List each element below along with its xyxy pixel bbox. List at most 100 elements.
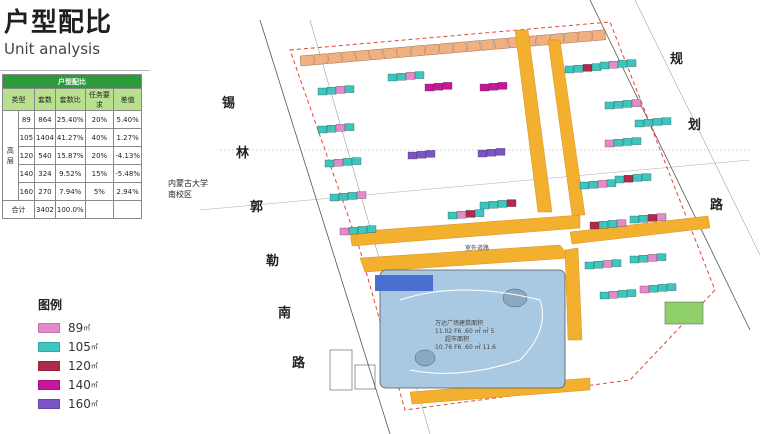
legend-swatch-120 — [38, 360, 60, 371]
table-total-row: 合计 3402 100.0% — [1, 200, 142, 219]
street-name-char: 勒 — [266, 254, 280, 269]
residential-unit — [479, 83, 490, 92]
plaza-label: 超市面积 — [445, 336, 470, 343]
residential-unit — [622, 138, 633, 146]
residential-unit — [617, 290, 628, 298]
townhouse-unit — [397, 46, 412, 58]
residential-unit — [474, 209, 485, 217]
townhouse-unit — [563, 31, 579, 44]
residential-unit — [573, 65, 584, 73]
residential-unit — [564, 65, 575, 74]
table-cell-requirement: 40% — [84, 128, 115, 147]
legend-value-105: 105 — [68, 339, 91, 354]
residential-unit — [602, 260, 613, 268]
residential-unit — [584, 261, 595, 270]
residential-unit — [582, 64, 593, 72]
residential-unit — [465, 210, 476, 218]
townhouse-unit — [383, 47, 398, 60]
table-cell-ratio: 7.94% — [54, 182, 86, 201]
table-cell-count: 270 — [34, 182, 56, 201]
legend-unit: ㎡ — [90, 342, 98, 351]
table-row: 160 270 7.94% 5% 2.94% — [3, 182, 142, 201]
title-divider — [0, 70, 150, 71]
table-cell-requirement: 5% — [84, 182, 115, 201]
residential-unit — [579, 181, 590, 190]
residential-unit — [604, 101, 615, 110]
campus-label-line: 内蒙古大学 — [168, 179, 208, 188]
residential-unit — [656, 213, 667, 221]
road-segment — [569, 215, 711, 245]
table-cell-count: 324 — [34, 164, 56, 183]
table-row: 140 324 9.52% 15% -5.48% — [3, 164, 142, 183]
residential-unit — [357, 226, 368, 234]
townhouse-unit — [466, 40, 481, 52]
table-total-ratio: 100.0% — [54, 200, 86, 219]
residential-unit — [351, 157, 362, 165]
residential-unit — [597, 180, 608, 188]
townhouse-unit — [369, 48, 384, 61]
residential-unit — [396, 73, 407, 81]
residential-unit — [626, 59, 637, 67]
residential-unit — [456, 211, 467, 219]
residential-unit — [317, 125, 328, 134]
residential-unit — [488, 83, 499, 91]
residential-unit — [622, 100, 633, 108]
table-row: 105 1404 41.27% 40% 1.27% — [3, 128, 142, 147]
site-plan-drawing — [199, 0, 760, 434]
residential-unit — [326, 125, 337, 133]
road-segment — [547, 39, 586, 216]
table-cell-requirement: 20% — [84, 110, 115, 129]
townhouse-unit — [327, 52, 342, 64]
table-total-count: 3402 — [34, 200, 56, 219]
legend-unit: ㎡ — [90, 361, 98, 370]
townhouse-unit — [410, 45, 426, 57]
table-cell-diff: 5.40% — [113, 110, 142, 129]
residential-unit — [486, 149, 497, 157]
residential-unit — [652, 118, 663, 126]
residential-unit — [425, 150, 436, 158]
axis-line — [199, 159, 751, 211]
residential-unit — [648, 285, 659, 293]
table-cell-ratio: 9.52% — [54, 164, 86, 183]
residential-unit — [588, 181, 599, 189]
townhouse-unit — [452, 41, 467, 54]
plaza-path — [399, 289, 543, 374]
street-edge-right — [589, 0, 751, 331]
street-edge-right-inner — [634, 0, 760, 256]
road-label: 室外道路 — [465, 245, 490, 252]
entrance-block — [375, 275, 433, 291]
unit-ratio-table: 户型配比 类型 套数 套数比 任务要求 差值 高层 89 864 25.40% … — [1, 74, 142, 219]
table-total-empty — [84, 200, 115, 219]
campus-label-line: 南校区 — [168, 190, 192, 199]
residential-unit — [589, 221, 600, 230]
residential-unit — [591, 63, 602, 71]
table-cell-requirement: 15% — [84, 164, 115, 183]
residential-unit — [317, 87, 328, 96]
table-cell-diff: 2.94% — [113, 182, 142, 201]
residential-unit — [329, 193, 340, 202]
table-cell-diff: 1.27% — [113, 128, 142, 147]
street-name-char: 路 — [292, 356, 306, 371]
plaza-label: 万达广场建筑面积 — [435, 320, 484, 327]
residential-unit — [497, 200, 508, 208]
residential-unit — [606, 179, 617, 187]
residential-unit — [608, 291, 619, 299]
internal-roads — [349, 29, 711, 405]
table-cell-requirement: 20% — [84, 146, 115, 165]
legend-swatch-140 — [38, 379, 60, 390]
legend-unit: ㎡ — [90, 380, 98, 389]
plaza-label: 10.76 F6 .60 ㎡ 11.6 — [435, 344, 496, 351]
street-name-char: 规 — [670, 52, 684, 67]
residential-unit — [647, 214, 658, 222]
residential-unit — [495, 148, 506, 156]
residential-unit — [626, 289, 637, 297]
legend-unit: ㎡ — [83, 323, 91, 332]
residential-unit — [479, 201, 490, 210]
residential-unit — [407, 151, 418, 160]
residential-unit — [643, 119, 654, 127]
residential-unit — [333, 159, 344, 167]
residential-unit — [608, 61, 619, 69]
